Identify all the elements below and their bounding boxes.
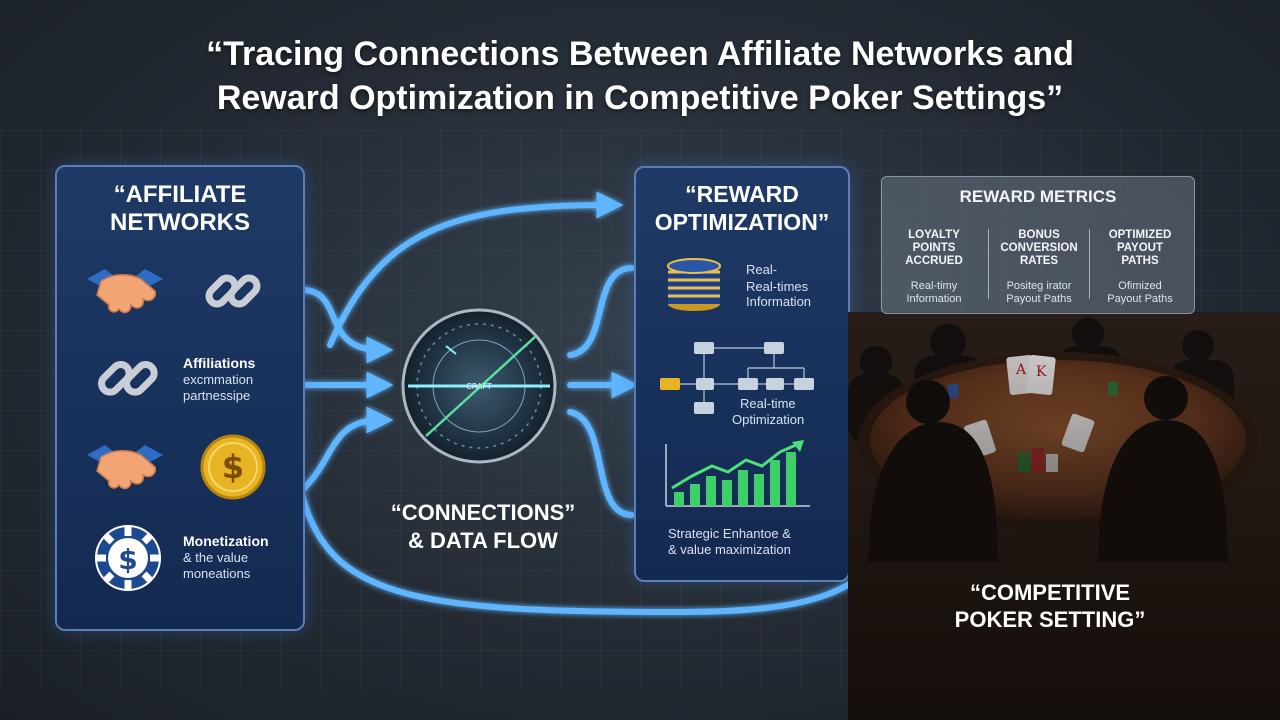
poker-caption-line-1: “COMPETITIVE (969, 580, 1131, 605)
reward-item1-line-2: Real-times (746, 279, 809, 294)
reward-metrics-box: REWARD METRICS LOYALTY POINTS ACCRUED Re… (881, 176, 1195, 314)
metric-head-line: PATHS (1121, 255, 1159, 267)
arrow-hub-to-reward-lower (567, 409, 635, 518)
metric-head-line: LOYALTY (908, 229, 960, 241)
hub-label: CRAFT (466, 382, 492, 391)
reward-item3-line-1: Strategic Enhantoe & (668, 526, 791, 541)
poker-caption-line-2: POKER SETTING” (954, 607, 1146, 632)
arrow-hub-to-reward-upper (567, 265, 635, 358)
chain-link-icon (205, 274, 261, 308)
reward-optimization-panel: “REWARD OPTIMIZATION” Real- Real-times I… (634, 166, 850, 582)
reward-panel-title-line-1: “REWARD (685, 181, 799, 207)
connections-hub: CRAFT (401, 308, 557, 464)
connections-caption-line-1: “CONNECTIONS” (390, 500, 576, 525)
metric-bonus-conversion: BONUS CONVERSION RATES Positeg irator Pa… (988, 229, 1090, 305)
metric-head-line: BONUS (1018, 229, 1060, 241)
metric-head-line: CONVERSION (1000, 242, 1078, 254)
svg-text:$: $ (118, 543, 137, 576)
poker-chip-dollar-icon: $ (95, 525, 161, 591)
connections-caption-line-2: & DATA FLOW (408, 528, 558, 553)
growth-chart-icon (665, 440, 810, 507)
dollar-coin-icon: $ (200, 434, 266, 500)
affiliate-panel-title-line-2: NETWORKS (110, 209, 250, 236)
metric-sub-line: Payout Paths (1107, 293, 1173, 305)
affiliations-sub-1: excmmation (183, 372, 254, 387)
reward-item2-line-1: Real-time (740, 396, 796, 411)
metric-sub-line: Payout Paths (1006, 293, 1072, 305)
arrow-affiliate-to-hub-lower (299, 406, 394, 493)
metric-head-line: PAYOUT (1116, 242, 1163, 254)
affiliations-sub-2: partnessipe (183, 388, 251, 403)
metric-sub-line: Positeg irator (1006, 280, 1072, 292)
reward-item2-line-2: Optimization (732, 412, 805, 427)
page-title-line-1: “Tracing Connections Between Affiliate N… (206, 35, 1074, 73)
monetization-label: Monetization (183, 533, 269, 549)
metric-sub-line: Ofimized (1118, 280, 1162, 292)
reward-item1-line-1: Real- (746, 262, 778, 277)
metric-optimized-payout: OPTIMIZED PAYOUT PATHS Ofimized Payout P… (1090, 229, 1190, 306)
metric-head-line: OPTIMIZED (1108, 229, 1172, 241)
page-title-line-2: Reward Optimization in Competitive Poker… (216, 79, 1064, 117)
flowchart-icon (660, 342, 814, 414)
reward-metrics-title: REWARD METRICS (959, 187, 1117, 206)
metric-sub-line: Information (906, 293, 962, 305)
reward-item1-line-3: Information (746, 294, 812, 309)
monetization-sub-2: moneations (183, 566, 251, 581)
monetization-sub-1: & the value (183, 550, 249, 565)
reward-panel-title-line-2: OPTIMIZATION” (654, 209, 830, 235)
metric-head-line: ACCRUED (905, 255, 963, 267)
metric-sub-line: Real-timy (910, 280, 958, 292)
affiliate-networks-panel: “AFFILIATE NETWORKS Affiliations excmmat… (55, 165, 305, 631)
metric-loyalty-points: LOYALTY POINTS ACCRUED Real-timy Informa… (884, 229, 984, 306)
arrow-affiliate-to-hub-upper (299, 287, 394, 364)
chain-link-icon (98, 361, 158, 396)
chip-stack-icon (667, 258, 721, 311)
handshake-icon (87, 445, 163, 490)
poker-table-scene: A K (848, 312, 1280, 720)
metric-head-line: POINTS (912, 242, 956, 254)
metric-head-line: RATES (1019, 255, 1059, 267)
handshake-icon (87, 269, 163, 314)
affiliate-panel-title-line-1: “AFFILIATE (113, 181, 247, 208)
reward-item3-line-2: & value maximization (668, 542, 791, 557)
affiliations-label: Affiliations (183, 355, 256, 371)
svg-text:$: $ (222, 448, 244, 486)
arrow-affiliate-to-reward (327, 191, 624, 348)
